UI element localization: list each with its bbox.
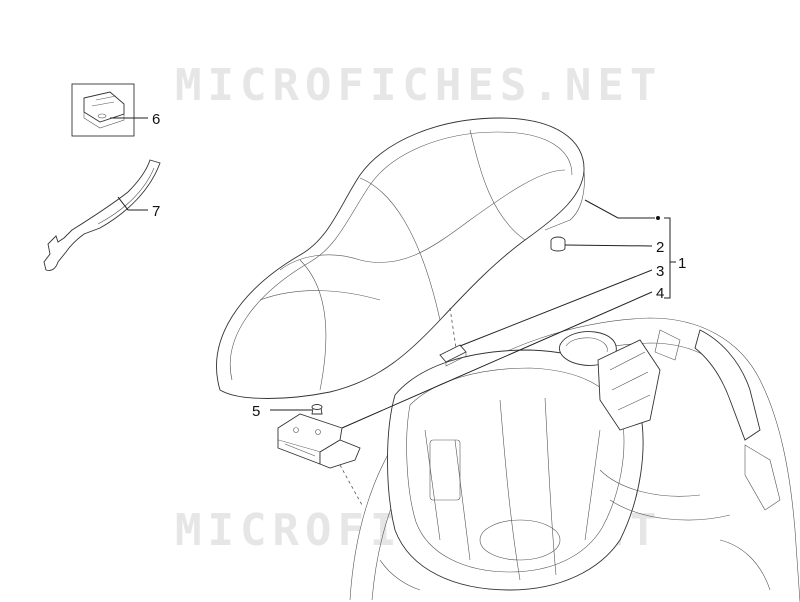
callout-3: 3: [656, 263, 664, 280]
hinge-plate: [439, 344, 467, 367]
seat-hinge-bracket: [277, 413, 361, 469]
latch-clip: [71, 83, 135, 137]
callout-5: 5: [252, 403, 260, 420]
callout-1: 1: [678, 255, 686, 272]
callout-4: 4: [656, 285, 664, 302]
callout-7: 7: [152, 203, 160, 220]
bolt: [311, 404, 323, 415]
assembly-dash-hinge: [449, 307, 457, 349]
callout-2: 2: [656, 239, 664, 256]
tool-spanner: [43, 159, 161, 271]
seat: [216, 117, 585, 399]
rubber-buffer: [550, 236, 566, 252]
assembly-dash-bracket: [339, 464, 363, 506]
watermark-top: MICROFICHES.NET: [175, 60, 662, 111]
leader-lines: [110, 117, 676, 429]
scooter-body: [349, 317, 800, 602]
callout-6: 6: [152, 111, 160, 128]
